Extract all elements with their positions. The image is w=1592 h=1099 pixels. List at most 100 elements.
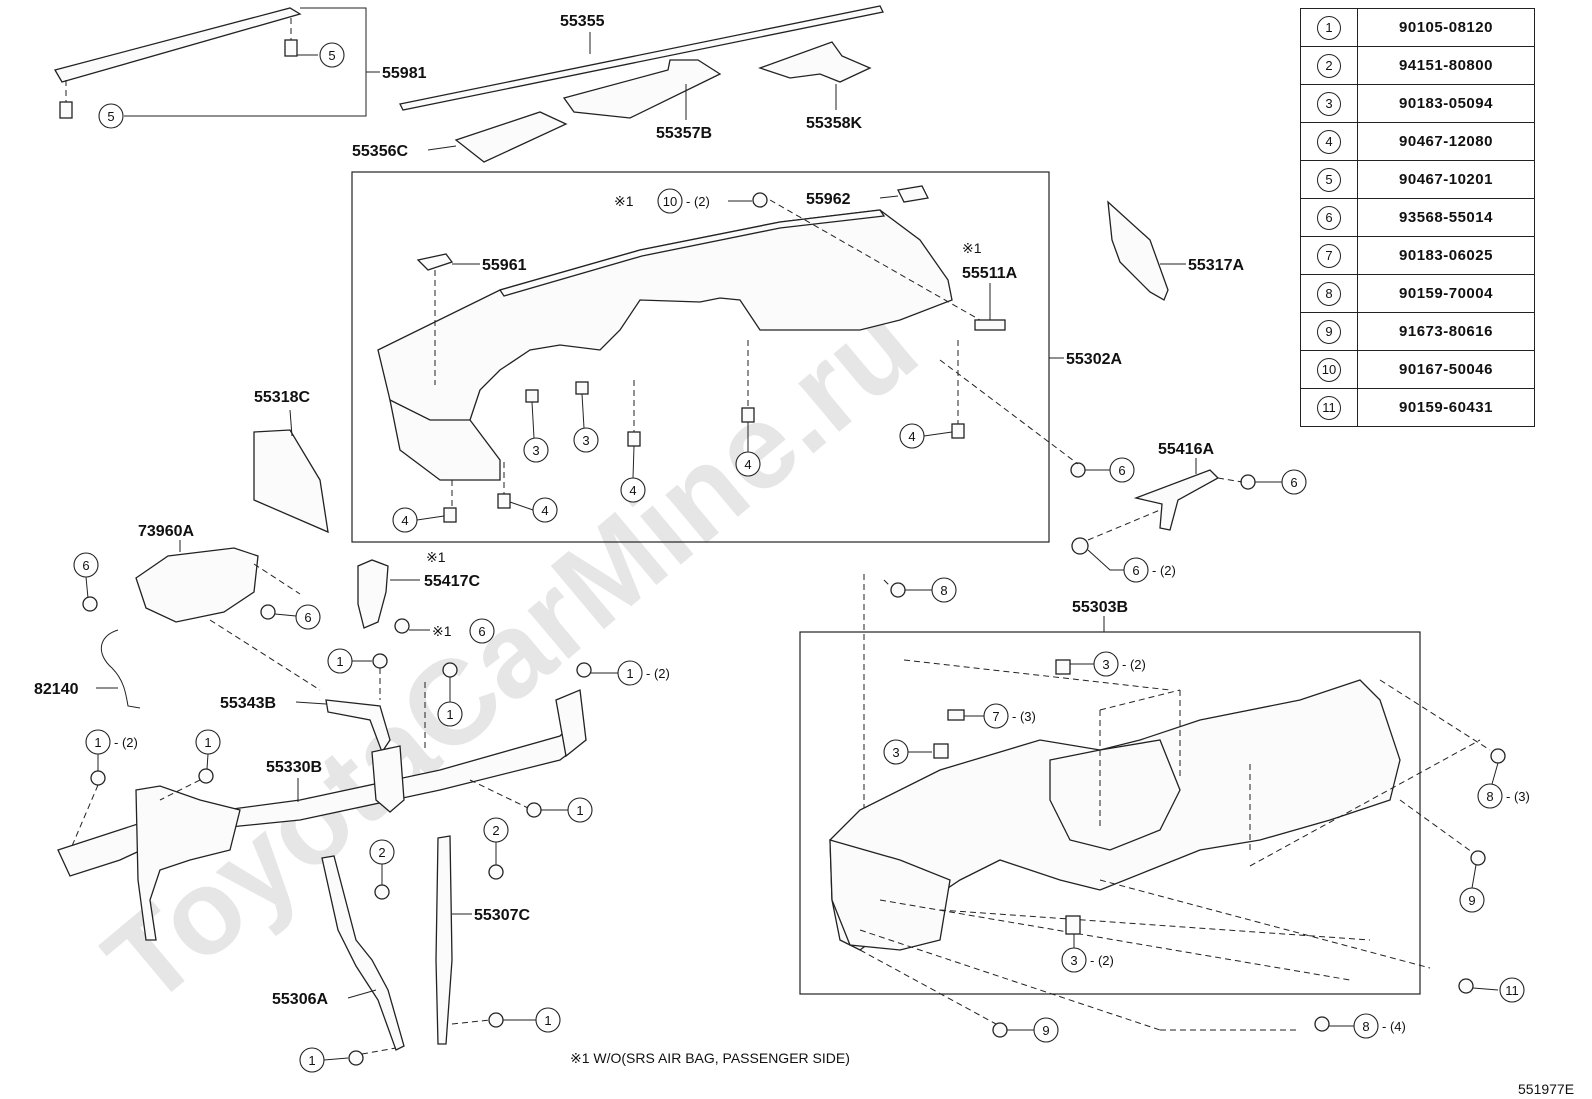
screw-1[interactable]: [372, 653, 388, 669]
qty-3: - (3): [1012, 709, 1036, 724]
frame-55303b: [799, 631, 1421, 995]
screw-1[interactable]: [90, 770, 106, 786]
part-55358k-pad[interactable]: [758, 41, 872, 83]
screw-6[interactable]: [1240, 474, 1256, 490]
part-55303b-group: 55303B 3 - (2) 7 - (3) 3 3 - (2): [799, 599, 1481, 1031]
screw-6[interactable]: [82, 596, 98, 612]
legend-index: 8: [1317, 281, 1341, 306]
screw-6[interactable]: [260, 604, 276, 620]
callout-1: 1: [544, 1013, 551, 1028]
part-55417c-bracket[interactable]: [357, 559, 389, 629]
part-55343b-group: 55343B: [220, 695, 391, 754]
callout-6: 6: [82, 558, 89, 573]
callout-1: 1: [626, 666, 633, 681]
screw-11[interactable]: [1458, 978, 1474, 994]
part-55416a-bracket[interactable]: [1133, 469, 1220, 531]
legend-index-cell: 6: [1300, 198, 1358, 237]
clip-5-lower[interactable]: [59, 101, 73, 119]
legend-part-number: 91673-80616: [1357, 312, 1535, 351]
screw-1[interactable]: [576, 662, 592, 678]
part-55355-weatherstrip[interactable]: [399, 5, 884, 111]
clip-5-upper[interactable]: [284, 39, 298, 57]
clip-3[interactable]: [1055, 659, 1071, 675]
part-55306a-brace[interactable]: [321, 855, 405, 1051]
label-73960a: 73960A: [138, 523, 194, 540]
screw-6[interactable]: [1070, 462, 1086, 478]
legend-index: 5: [1317, 167, 1341, 192]
nut-2[interactable]: [374, 884, 390, 900]
nut-2[interactable]: [488, 864, 504, 880]
callout-4: 4: [744, 457, 751, 472]
screw-6[interactable]: [1071, 537, 1089, 555]
screw-1[interactable]: [526, 802, 542, 818]
part-55318c-side-panel[interactable]: [253, 429, 329, 534]
legend-part-number: 90159-70004: [1357, 274, 1535, 313]
ref-mark: ※1: [614, 193, 634, 209]
callout-4: 4: [541, 503, 548, 518]
part-55356c-pad[interactable]: [454, 111, 568, 163]
legend-index-cell: 5: [1300, 160, 1358, 199]
legend-part-number: 90105-08120: [1357, 8, 1535, 47]
clip-7[interactable]: [947, 709, 965, 721]
callout-3: 3: [1102, 657, 1109, 672]
screw-6[interactable]: [394, 618, 410, 634]
screw-8[interactable]: [1314, 1016, 1330, 1032]
screw-1[interactable]: [198, 768, 214, 784]
qty-2: - (2): [1090, 953, 1114, 968]
clip-3[interactable]: [575, 381, 589, 395]
label-55330b: 55330B: [266, 759, 322, 776]
footnote: ※1 W/O(SRS AIR BAG, PASSENGER SIDE): [570, 1050, 850, 1066]
clip-3[interactable]: [525, 389, 539, 403]
callout-3: 3: [532, 443, 539, 458]
part-55511a-plug[interactable]: [974, 319, 1006, 331]
screw-10[interactable]: [752, 192, 768, 208]
callout-6: 6: [478, 624, 485, 639]
part-73960a-airbag[interactable]: [135, 547, 259, 623]
screw-8[interactable]: [1490, 748, 1506, 764]
part-55357b-pad[interactable]: [562, 59, 722, 119]
legend-index-cell: 1: [1300, 8, 1358, 47]
clip-4[interactable]: [443, 507, 457, 523]
callout-2: 2: [492, 823, 499, 838]
screw-1[interactable]: [488, 1012, 504, 1028]
legend-index-cell: 11: [1300, 388, 1358, 427]
callout-8: 8: [940, 583, 947, 598]
clip-4[interactable]: [497, 493, 511, 509]
screw-9[interactable]: [1470, 850, 1486, 866]
part-55417c-group: ※1 55417C ※1 6: [357, 549, 495, 644]
part-82140-wire[interactable]: [101, 629, 141, 709]
part-55981-defroster-nozzle[interactable]: [54, 7, 302, 83]
part-55307c-brace[interactable]: [435, 835, 453, 1045]
clip-4[interactable]: [741, 407, 755, 423]
callout-8: 8: [1486, 789, 1493, 804]
callout-4: 4: [629, 483, 636, 498]
callout-3: 3: [582, 433, 589, 448]
screw-1[interactable]: [348, 1050, 364, 1066]
reinforcement-mid-bracket: [371, 745, 405, 813]
frame-55302a: [351, 171, 1050, 543]
screw-8-upper-group: 8: [863, 574, 957, 840]
ref-mark: ※1: [426, 549, 446, 565]
screw-9[interactable]: [992, 1022, 1008, 1038]
screw-8[interactable]: [890, 582, 906, 598]
legend-part-number: 90183-06025: [1357, 236, 1535, 275]
clip-3[interactable]: [1065, 915, 1081, 935]
callout-1: 1: [204, 735, 211, 750]
screw-1[interactable]: [442, 662, 458, 678]
clip-3[interactable]: [933, 743, 949, 759]
callout-9: 9: [1042, 1023, 1049, 1038]
part-55330b-reinforcement[interactable]: [57, 714, 587, 877]
clip-4[interactable]: [951, 423, 965, 439]
callout-5: 5: [107, 109, 114, 124]
part-55317a-side-panel[interactable]: [1107, 200, 1169, 301]
part-55961-side-vent[interactable]: [416, 253, 454, 271]
qty-2: - (2): [1152, 563, 1176, 578]
clip-4[interactable]: [627, 431, 641, 447]
part-55962-side-vent[interactable]: [897, 185, 929, 203]
legend-part-number: 90159-60431: [1357, 388, 1535, 427]
callout-9: 9: [1468, 893, 1475, 908]
